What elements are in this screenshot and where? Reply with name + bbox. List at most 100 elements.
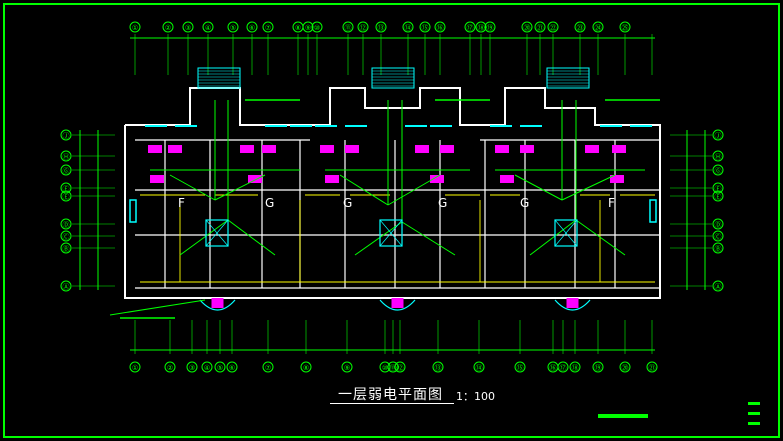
equipment-block — [148, 145, 162, 153]
axis-bubble — [473, 361, 485, 373]
stair — [371, 67, 415, 89]
axis-bubble — [712, 129, 724, 141]
core-cross — [554, 219, 578, 247]
axis-label: Ⓕ — [63, 185, 70, 193]
axis-bubble — [342, 21, 354, 33]
equipment-block — [610, 175, 624, 183]
axis-bubble — [712, 242, 724, 254]
axis-label: ② — [167, 364, 173, 372]
title-block-bar — [598, 414, 648, 418]
equipment-block — [168, 145, 182, 153]
equipment-block — [566, 298, 579, 308]
axis-label: ⑬ — [378, 24, 385, 32]
axis-bubble — [311, 21, 323, 33]
axis-label: ⑦ — [265, 364, 271, 372]
axis-label: ⑥ — [249, 24, 255, 32]
axis-label: Ⓑ — [63, 245, 70, 253]
wiring — [214, 174, 266, 201]
axis-bubble — [574, 21, 586, 33]
axis-bubble — [514, 361, 526, 373]
axis-label: Ⓓ — [63, 221, 70, 229]
axis-label: ㉕ — [622, 24, 629, 32]
axis-bubble — [60, 218, 72, 230]
axis-bubble — [712, 190, 724, 202]
equipment-block — [345, 145, 359, 153]
axis-label: ⑨ — [344, 364, 350, 372]
axis-label: Ⓔ — [63, 193, 70, 201]
stair-outline — [546, 67, 590, 89]
axis-bubble — [712, 280, 724, 292]
axis-bubble — [262, 361, 274, 373]
wiring — [529, 219, 577, 256]
wiring — [401, 221, 456, 256]
axis-bubble — [434, 21, 446, 33]
axis-label: ⑲ — [595, 364, 602, 372]
unit-letter: G — [343, 196, 352, 210]
title-block-mark — [748, 412, 760, 415]
axis-bubble — [164, 361, 176, 373]
wiring — [109, 299, 206, 316]
axis-label: ⑭ — [405, 24, 412, 32]
core-cross — [379, 219, 403, 247]
axis-label: Ⓒ — [63, 233, 70, 241]
side-window — [649, 199, 657, 223]
axis-bubble — [432, 361, 444, 373]
axis-bubble — [534, 21, 546, 33]
axis-bubble — [60, 150, 72, 162]
core-box — [554, 219, 578, 247]
wiring — [561, 174, 616, 201]
axis-bubble — [60, 164, 72, 176]
axis-bubble — [569, 361, 581, 373]
axis-bubble — [214, 361, 226, 373]
axis-label: ㉓ — [577, 24, 584, 32]
bay-window — [554, 299, 591, 311]
axis-bubble — [341, 361, 353, 373]
axis-bubble — [60, 129, 72, 141]
axis-label: ⑳ — [622, 364, 629, 372]
axis-label: ① — [132, 24, 138, 32]
axis-label: ⑱ — [572, 364, 579, 372]
axis-bubble — [592, 361, 604, 373]
axis-bubble — [129, 21, 141, 33]
axis-label: ⑦ — [265, 24, 271, 32]
drawing-scale: 1：100 — [456, 390, 495, 403]
axis-label: Ⓓ — [715, 221, 722, 229]
drawing-title: 一层弱电平面图 — [338, 387, 443, 403]
axis-label: ③ — [185, 24, 191, 32]
axis-label: Ⓔ — [715, 193, 722, 201]
axis-label: Ⓙ — [715, 132, 722, 140]
axis-label: ⑨ — [305, 24, 311, 32]
wiring — [169, 174, 216, 201]
axis-label: Ⓖ — [63, 167, 70, 175]
axis-label: ⑫ — [397, 364, 404, 372]
axis-label: ㉑ — [537, 24, 544, 32]
axis-label: ⑧ — [295, 24, 301, 32]
axis-bubble — [202, 21, 214, 33]
axis-label: ⑰ — [560, 364, 567, 372]
axis-label: ⑪ — [390, 364, 397, 372]
axis-label: Ⓖ — [715, 167, 722, 175]
axis-label: Ⓐ — [63, 283, 70, 291]
axis-bubble — [419, 21, 431, 33]
axis-bubble — [712, 150, 724, 162]
side-window — [129, 199, 137, 223]
axis-bubble — [402, 21, 414, 33]
wiring — [179, 219, 229, 256]
equipment-block — [520, 145, 534, 153]
axis-label: ③ — [189, 364, 195, 372]
axis-bubble — [162, 21, 174, 33]
equipment-block — [612, 145, 626, 153]
axis-bubble — [227, 21, 239, 33]
axis-label: ㉔ — [595, 24, 602, 32]
axis-bubble — [394, 361, 406, 373]
axis-bubble — [619, 361, 631, 373]
axis-bubble — [60, 242, 72, 254]
axis-label: ⑲ — [487, 24, 494, 32]
axis-label: ㉒ — [550, 24, 557, 32]
axis-label: ⑤ — [230, 24, 236, 32]
axis-bubble — [712, 164, 724, 176]
wiring — [575, 219, 626, 256]
